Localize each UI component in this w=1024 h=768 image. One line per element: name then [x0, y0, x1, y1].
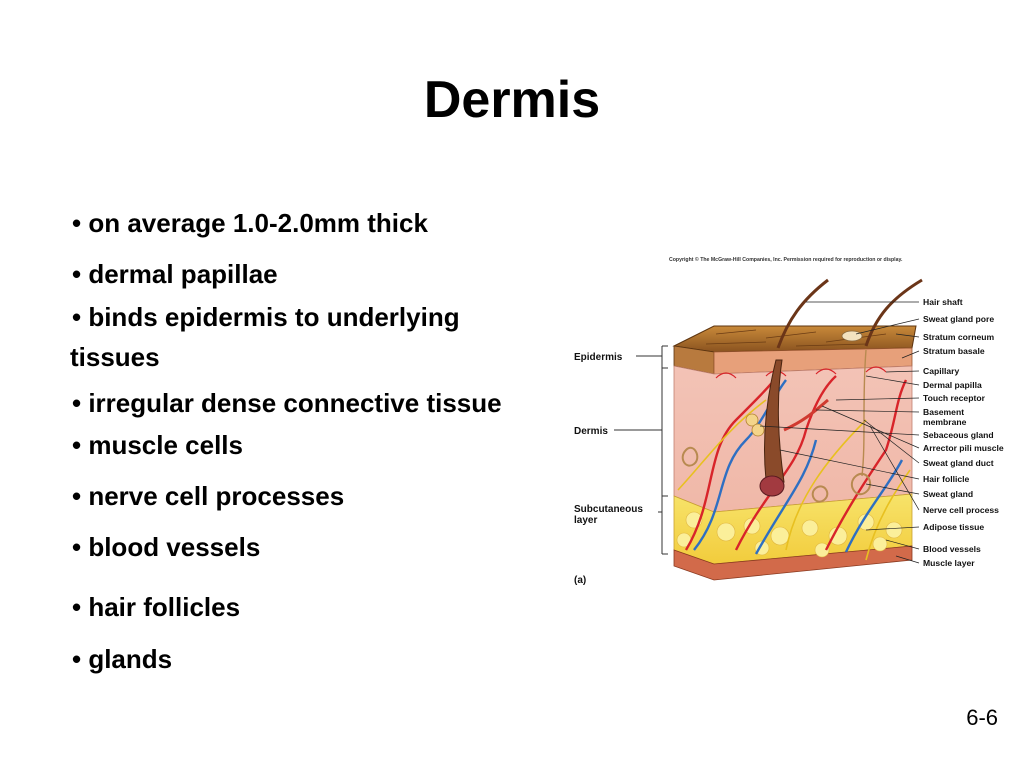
diagram-label-right: Sweat gland	[923, 489, 973, 499]
diagram-label-right: Hair follicle	[923, 474, 970, 484]
leader-line	[869, 425, 920, 511]
leader-line	[895, 333, 920, 338]
label-epidermis: Epidermis	[574, 352, 623, 363]
muscle-layer	[673, 545, 913, 581]
diagram-label-right: Stratum corneum	[923, 332, 995, 342]
bullet-hair-follicles: • hair follicles	[72, 592, 241, 622]
panel-label: (a)	[574, 575, 586, 586]
dermis-layer	[673, 365, 913, 513]
leader-line	[885, 539, 920, 550]
leader-line	[779, 449, 920, 480]
leader-line	[815, 409, 920, 413]
copyright-notice: Copyright © The McGraw-Hill Companies, I…	[669, 256, 903, 263]
skin-surface	[672, 325, 917, 353]
hair-follicle	[763, 359, 785, 483]
leader-line	[865, 483, 920, 495]
diagram-label-right: Sweat gland pore	[923, 314, 994, 324]
diagram-label-right: Dermal papilla	[923, 380, 982, 390]
slide-title: Dermis	[423, 71, 601, 129]
bullet-dermal-papillae: • dermal papillae	[72, 259, 278, 289]
bullet-thickness: • on average 1.0-2.0mm thick	[72, 208, 428, 238]
sweat-gland-pore	[841, 330, 863, 342]
nerve-fibers	[677, 399, 911, 561]
leader-line	[865, 375, 920, 386]
bullet-muscle-cells: • muscle cells	[72, 430, 243, 460]
diagram-label-right: Muscle layer	[923, 558, 975, 568]
leader-line	[901, 350, 920, 359]
diagram-label-right: Sebaceous gland	[923, 430, 994, 440]
leader-line	[895, 555, 920, 564]
slide-number: 6-6	[966, 705, 998, 730]
blood-vessel-red	[684, 375, 908, 551]
bullet-binds-epidermis: • binds epidermis to underlying	[72, 302, 460, 332]
diagram-label-right: Capillary	[923, 366, 960, 376]
leader-line	[759, 425, 920, 436]
diagram-label-right: Arrector pili muscle	[923, 443, 1004, 453]
label-dermis: Dermis	[574, 426, 608, 437]
bullet-binds-epidermis-continued: tissues	[70, 342, 160, 372]
leader-line	[865, 526, 920, 531]
diagram-label-right: Stratum basale	[923, 346, 985, 356]
diagram-label-right: Touch receptor	[923, 393, 986, 403]
skin-cross-section-diagram: Copyright © The McGraw-Hill Companies, I…	[574, 256, 1004, 586]
diagram-label-right: Blood vessels	[923, 544, 981, 554]
diagram-label-right: Sweat gland duct	[923, 458, 994, 468]
bullet-nerve-cell-processes: • nerve cell processes	[72, 481, 345, 511]
leader-line	[885, 370, 920, 373]
diagram-label-right: Basement	[923, 407, 964, 417]
bullet-blood-vessels: • blood vessels	[72, 532, 261, 562]
bullet-glands: • glands	[72, 644, 173, 674]
hair-bulb	[759, 475, 785, 497]
label-subcutaneous: Subcutaneous	[574, 504, 643, 515]
label-subcutaneous-layer: layer	[574, 515, 597, 526]
diagram-label-right: membrane	[923, 417, 967, 427]
diagram-label-right: Hair shaft	[923, 297, 963, 307]
leader-line	[863, 419, 920, 464]
leader-line	[835, 397, 920, 401]
diagram-label-right: Adipose tissue	[923, 522, 984, 532]
sweat-gland-duct	[861, 349, 867, 477]
left-brackets	[614, 345, 668, 555]
hair-shaft	[776, 278, 829, 349]
hair-shaft-right	[864, 278, 923, 347]
sweat-gland-coils	[681, 446, 872, 503]
bullet-connective-tissue: • irregular dense connective tissue	[72, 388, 502, 418]
leader-line	[855, 318, 920, 335]
diagram-label-right: Nerve cell process	[923, 505, 999, 515]
sebaceous-gland	[745, 413, 765, 437]
